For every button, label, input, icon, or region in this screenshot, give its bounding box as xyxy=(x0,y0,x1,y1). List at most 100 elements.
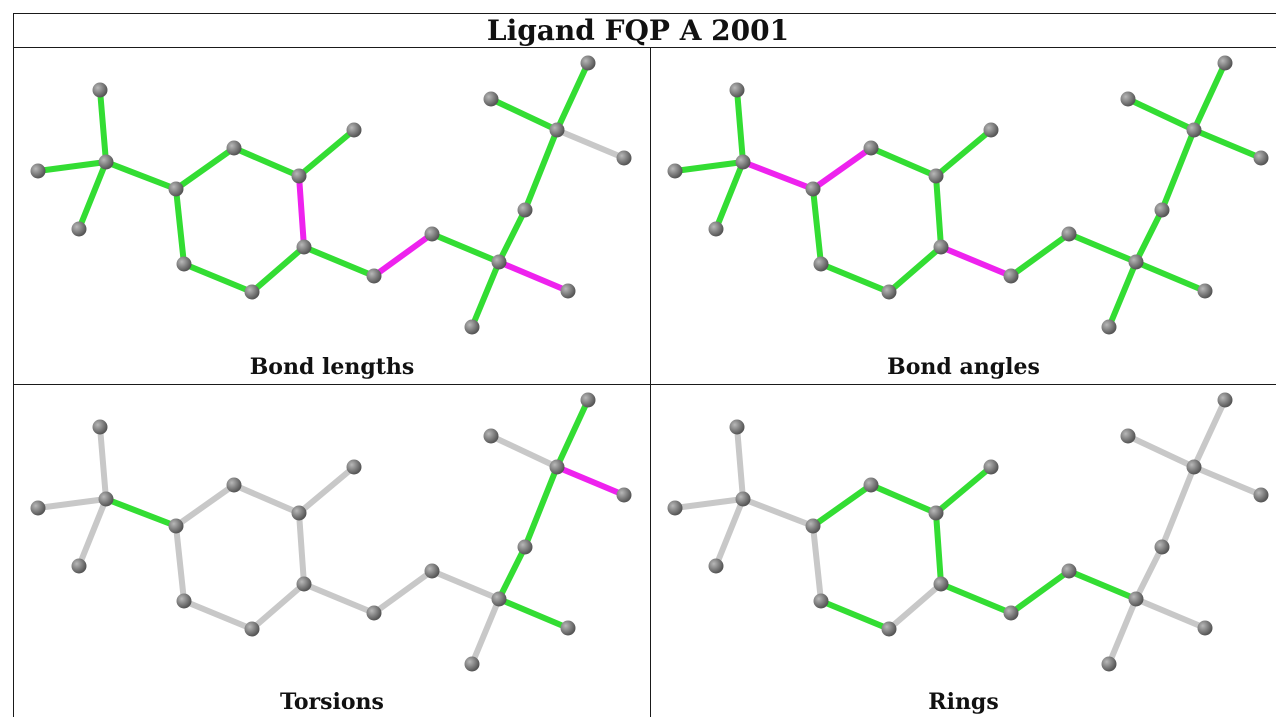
bond-17 xyxy=(1159,464,1197,550)
atom-3 xyxy=(98,491,114,507)
bond-12 xyxy=(1008,568,1072,616)
atom-18 xyxy=(1120,91,1136,107)
atom-14 xyxy=(1101,656,1117,672)
bond-16 xyxy=(1133,207,1165,265)
bond-4 xyxy=(810,145,874,192)
atom-3 xyxy=(98,154,114,170)
bond-13 xyxy=(429,231,502,265)
bond-15 xyxy=(496,596,571,631)
bond-10 xyxy=(810,523,824,604)
atom-20 xyxy=(616,487,632,503)
atom-1 xyxy=(729,419,745,435)
atom-6 xyxy=(291,168,307,184)
atom-9 xyxy=(176,256,192,272)
bond-5 xyxy=(231,145,302,179)
bond-8 xyxy=(249,244,307,295)
figure-title: Ligand FQP A 2001 xyxy=(486,13,790,47)
atom-4 xyxy=(805,181,821,197)
bond-17 xyxy=(1159,127,1197,213)
atom-5 xyxy=(226,140,242,156)
bond-2 xyxy=(76,496,109,569)
atom-18 xyxy=(483,428,499,444)
bond-14 xyxy=(469,596,502,667)
bond-18 xyxy=(1191,60,1228,133)
bond-6 xyxy=(933,127,994,179)
bond-0 xyxy=(672,496,746,511)
atom-4 xyxy=(805,518,821,534)
bond-10 xyxy=(173,186,187,267)
atom-8 xyxy=(933,239,949,255)
atom-5 xyxy=(863,477,879,493)
atom-20 xyxy=(1253,150,1269,166)
bond-0 xyxy=(672,159,746,174)
bond-8 xyxy=(886,244,944,295)
panel-torsions: Torsions xyxy=(14,385,650,717)
atom-6 xyxy=(291,505,307,521)
atom-14 xyxy=(464,656,480,672)
bond-4 xyxy=(173,145,237,192)
bond-10 xyxy=(810,186,824,267)
bond-4 xyxy=(810,482,874,529)
bond-12 xyxy=(371,231,435,279)
bond-6 xyxy=(296,464,357,516)
bond-17 xyxy=(522,464,560,550)
bond-15 xyxy=(1133,596,1208,631)
atom-15 xyxy=(1197,620,1213,636)
bond-7 xyxy=(933,173,944,250)
bond-5 xyxy=(868,482,939,516)
atom-9 xyxy=(176,593,192,609)
bond-16 xyxy=(496,544,528,602)
atom-18 xyxy=(483,91,499,107)
atom-7 xyxy=(346,122,362,138)
bond-1 xyxy=(734,424,746,502)
atom-0 xyxy=(30,163,46,179)
atom-20 xyxy=(1253,487,1269,503)
atom-2 xyxy=(71,221,87,237)
atom-3 xyxy=(735,154,751,170)
bond-14 xyxy=(469,259,502,330)
atom-11 xyxy=(366,268,382,284)
bond-7 xyxy=(296,173,307,250)
atom-11 xyxy=(1003,268,1019,284)
atom-11 xyxy=(1003,605,1019,621)
atom-8 xyxy=(296,576,312,592)
bond-2 xyxy=(713,159,746,232)
bond-8 xyxy=(249,581,307,632)
atom-16 xyxy=(517,202,533,218)
atom-15 xyxy=(560,620,576,636)
bond-7 xyxy=(296,510,307,587)
atom-8 xyxy=(296,239,312,255)
atom-7 xyxy=(346,459,362,475)
atom-2 xyxy=(708,558,724,574)
atom-14 xyxy=(1101,319,1117,335)
atom-12 xyxy=(424,226,440,242)
bond-9 xyxy=(818,261,892,295)
bond-5 xyxy=(231,482,302,516)
bond-17 xyxy=(522,127,560,213)
atom-17 xyxy=(580,392,596,408)
bond-18 xyxy=(1191,397,1228,470)
atom-0 xyxy=(667,500,683,516)
atom-13 xyxy=(491,254,507,270)
atom-2 xyxy=(708,221,724,237)
bond-16 xyxy=(1133,544,1165,602)
atom-13 xyxy=(1128,591,1144,607)
bond-11 xyxy=(938,244,1014,279)
bond-13 xyxy=(429,568,502,602)
atom-10 xyxy=(244,284,260,300)
atom-15 xyxy=(560,283,576,299)
bond-19 xyxy=(488,96,560,133)
molecule-torsions xyxy=(30,392,632,672)
atom-10 xyxy=(244,621,260,637)
bond-1 xyxy=(97,87,109,165)
bond-11 xyxy=(301,581,377,616)
bond-2 xyxy=(76,159,109,232)
panel-bond-lengths: Bond lengths xyxy=(14,48,650,384)
bond-13 xyxy=(1066,568,1139,602)
border-top xyxy=(13,13,1276,14)
border-left xyxy=(13,13,14,717)
atom-8 xyxy=(933,576,949,592)
bond-14 xyxy=(1106,596,1139,667)
atom-13 xyxy=(491,591,507,607)
